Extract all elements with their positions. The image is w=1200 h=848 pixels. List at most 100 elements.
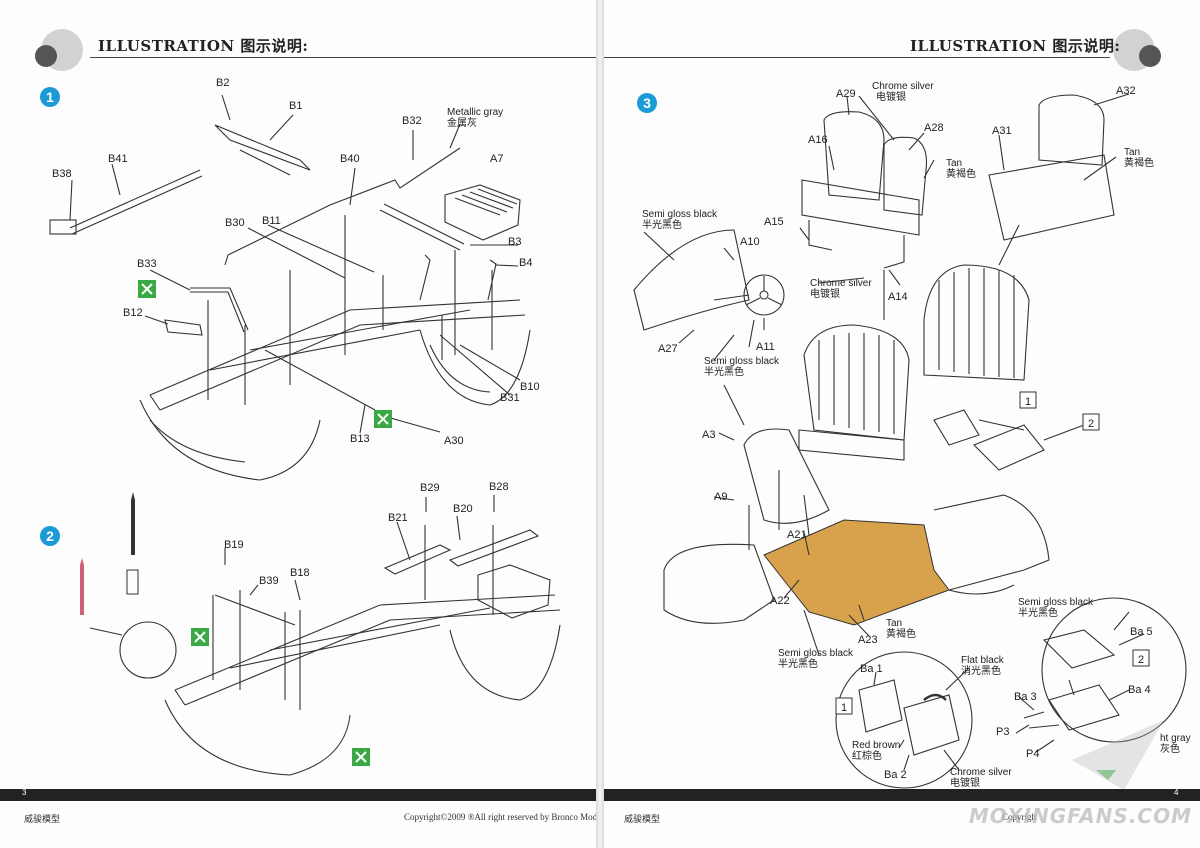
header-circle-dark [35,45,57,67]
part-label-b28: B28 [489,481,509,493]
callout-red-brown-cn: 红棕色 [852,749,882,762]
left-footer-brand: 威骏模型 [24,815,61,825]
part-label-a23: A23 [858,634,878,646]
callout-tan-rear: Tan [1124,147,1140,158]
part-label-b18: B18 [290,567,310,579]
part-label-a28: A28 [924,122,944,134]
callout-chrome-silver-mid: Chrome silver [810,278,872,289]
part-label-b31: B31 [500,392,520,404]
part-label-b40: B40 [340,153,360,165]
detail-label-2-text: 2 [1138,654,1144,666]
callout-tan-floor: Tan [886,618,902,629]
right-page: 3 [604,0,1200,848]
subassembly-label-2 [1082,413,1100,431]
part-label-a14: A14 [888,291,908,303]
right-footer-bar [604,789,1200,801]
part-label-b19: B19 [224,539,244,551]
part-label-b11: B11 [262,215,281,227]
part-label-a11: A11 [756,341,775,353]
right-header-rule [604,57,1110,58]
callout-tan-seat: Tan [946,158,962,169]
part-label-a16: A16 [808,134,828,146]
right-page-number: 4 [1174,788,1179,797]
watermark-plane-icon [1072,720,1164,790]
part-label-b29: B29 [420,482,440,494]
part-label-b10: B10 [520,381,540,393]
moxingfans-watermark: MOXINGFANS.COM [968,804,1192,828]
part-label-a21: A21 [787,529,807,541]
callout-semi-gloss-case: Semi gloss black [1018,597,1094,608]
part-label-a29: A29 [836,88,856,100]
part-label-ba5: Ba 5 [1130,626,1153,638]
step-2-badge [40,526,60,546]
part-label-b20: B20 [453,503,473,515]
step3-assembly [633,93,1187,789]
part-label-ba1: Ba 1 [860,663,883,675]
left-header-rule [90,57,596,58]
callout-semi-gloss-case-cn: 半光黑色 [1018,606,1058,619]
step-1-number: 1 [46,89,54,105]
book-gutter [596,0,604,848]
part-label-a31: A31 [992,125,1012,137]
callout-light-gray: ht gray [1160,733,1191,744]
step-1-badge [40,87,60,107]
left-footer-copyright: Copyright©2009 ®All right reserved by Br… [404,812,608,822]
part-label-p3: P3 [996,726,1009,738]
part-label-a15: A15 [764,216,784,228]
part-label-b1: B1 [289,100,302,112]
part-label-b12: B12 [123,307,143,319]
callout-flat-black: Flat black [961,655,1005,666]
callout-chrome-silver-bottom-cn: 电镀银 [950,776,980,789]
callout-red-brown: Red brown [852,740,900,751]
glue-tube-icon [80,558,84,615]
callout-chrome-silver-bottom: Chrome silver [950,767,1012,778]
callout-semi-gloss-wheel: Semi gloss black [704,356,780,367]
cement-icon [126,492,139,595]
step-2-number: 2 [46,528,54,544]
step2-chassis [164,495,561,776]
part-label-b41: B41 [108,153,128,165]
part-label-a27: A27 [658,343,678,355]
callout-chrome-silver-mid-cn: 电镀银 [810,287,840,300]
part-label-ba3: Ba 3 [1014,691,1037,703]
part-label-b33: B33 [137,258,157,270]
right-page-title: ILLUSTRATION 图示说明: [910,37,1121,55]
header-circle-dark [1139,45,1161,67]
callout-chrome-silver-top-cn: 电镀银 [876,90,906,103]
callout-tan-rear-cn: 黄褐色 [1124,156,1154,169]
left-page-drawing: 1 [35,29,561,776]
part-label-b13: B13 [350,433,370,445]
left-footer-bar [0,789,596,801]
step-3-number: 3 [643,95,651,111]
part-label-b30: B30 [225,217,245,229]
part-label-b3: B3 [508,236,521,248]
part-label-ba4: Ba 4 [1128,684,1151,696]
subassembly-label-1 [1019,391,1037,409]
callout-semi-gloss-floor: Semi gloss black [778,648,854,659]
callout-metallic-gray-cn: 金属灰 [447,116,477,129]
part-label-a10: A10 [740,236,760,248]
detail-label-2 [1132,649,1150,667]
part-label-p4: P4 [1026,748,1039,760]
part-label-b4: B4 [519,257,532,269]
part-label-a30: A30 [444,435,464,447]
subassembly-label-2-text: 2 [1088,418,1094,430]
left-page: 1 [0,0,607,848]
right-footer-copyright: Copyrigh [1002,812,1037,822]
right-page-drawing: 3 [633,29,1191,790]
part-label-b38: B38 [52,168,72,180]
callout-semi-gloss-windshield: Semi gloss black [642,209,718,220]
part-label-a7: A7 [490,153,503,165]
part-label-b2: B2 [216,77,229,89]
part-label-a3: A3 [702,429,715,441]
callout-metallic-gray: Metallic gray [447,107,503,118]
part-label-a32: A32 [1116,85,1136,97]
callout-tan-seat-cn: 黄褐色 [946,167,976,180]
left-page-title: ILLUSTRATION 图示说明: [98,37,309,55]
callout-flat-black-cn: 消光黑色 [961,664,1001,677]
detail-magnifier [119,621,177,679]
part-label-a22: A22 [770,595,790,607]
detail-label-1-text: 1 [841,702,847,714]
part-label-b21: B21 [388,512,408,524]
